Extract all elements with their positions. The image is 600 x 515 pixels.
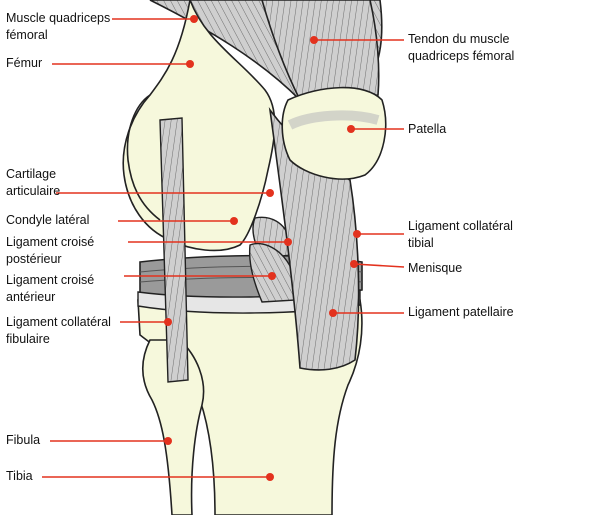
label-tibial-collateral: Ligament collatéral tibial [408,219,513,250]
femur-condyle [126,94,161,221]
dot-patellar-ligament [329,309,337,317]
dot-quadriceps [190,15,198,23]
label-patellar-ligament: Ligament patellaire [408,305,514,319]
label-femur: Fémur [6,56,43,70]
label-meniscus: Menisque [408,261,463,275]
fibula [141,339,205,515]
label-condyle: Condyle latéral [6,213,90,227]
dot-fibula [164,437,172,445]
leader-meniscus [353,263,405,268]
dot-posterior-cruciate [284,238,292,246]
dot-patella [347,125,355,133]
label-anterior-cruciate: Ligament croisé antérieur [6,273,95,304]
label-posterior-cruciate: Ligament croisé postérieur [6,235,95,266]
dot-meniscus [350,260,358,268]
dot-anterior-cruciate [268,272,276,280]
patella [281,86,387,180]
label-fibula: Fibula [6,433,41,447]
dot-femur [186,60,194,68]
dot-tibia [266,473,274,481]
dot-tibial-collateral [353,230,361,238]
dot-quadriceps-tendon [310,36,318,44]
dot-cartilage [266,189,274,197]
label-quadriceps: Muscle quadriceps fémoral [6,11,111,42]
label-fibular-collateral: Ligament collatéral fibulaire [6,315,111,346]
label-patella: Patella [408,122,447,136]
dot-fibular-collateral [164,318,172,326]
label-cartilage: Cartilage articulaire [6,167,61,198]
dot-condyle [230,217,238,225]
label-quadriceps-tendon: Tendon du muscle quadriceps fémoral [408,32,515,63]
fibular-collateral-ligament [159,117,189,383]
label-tibia: Tibia [6,469,33,483]
